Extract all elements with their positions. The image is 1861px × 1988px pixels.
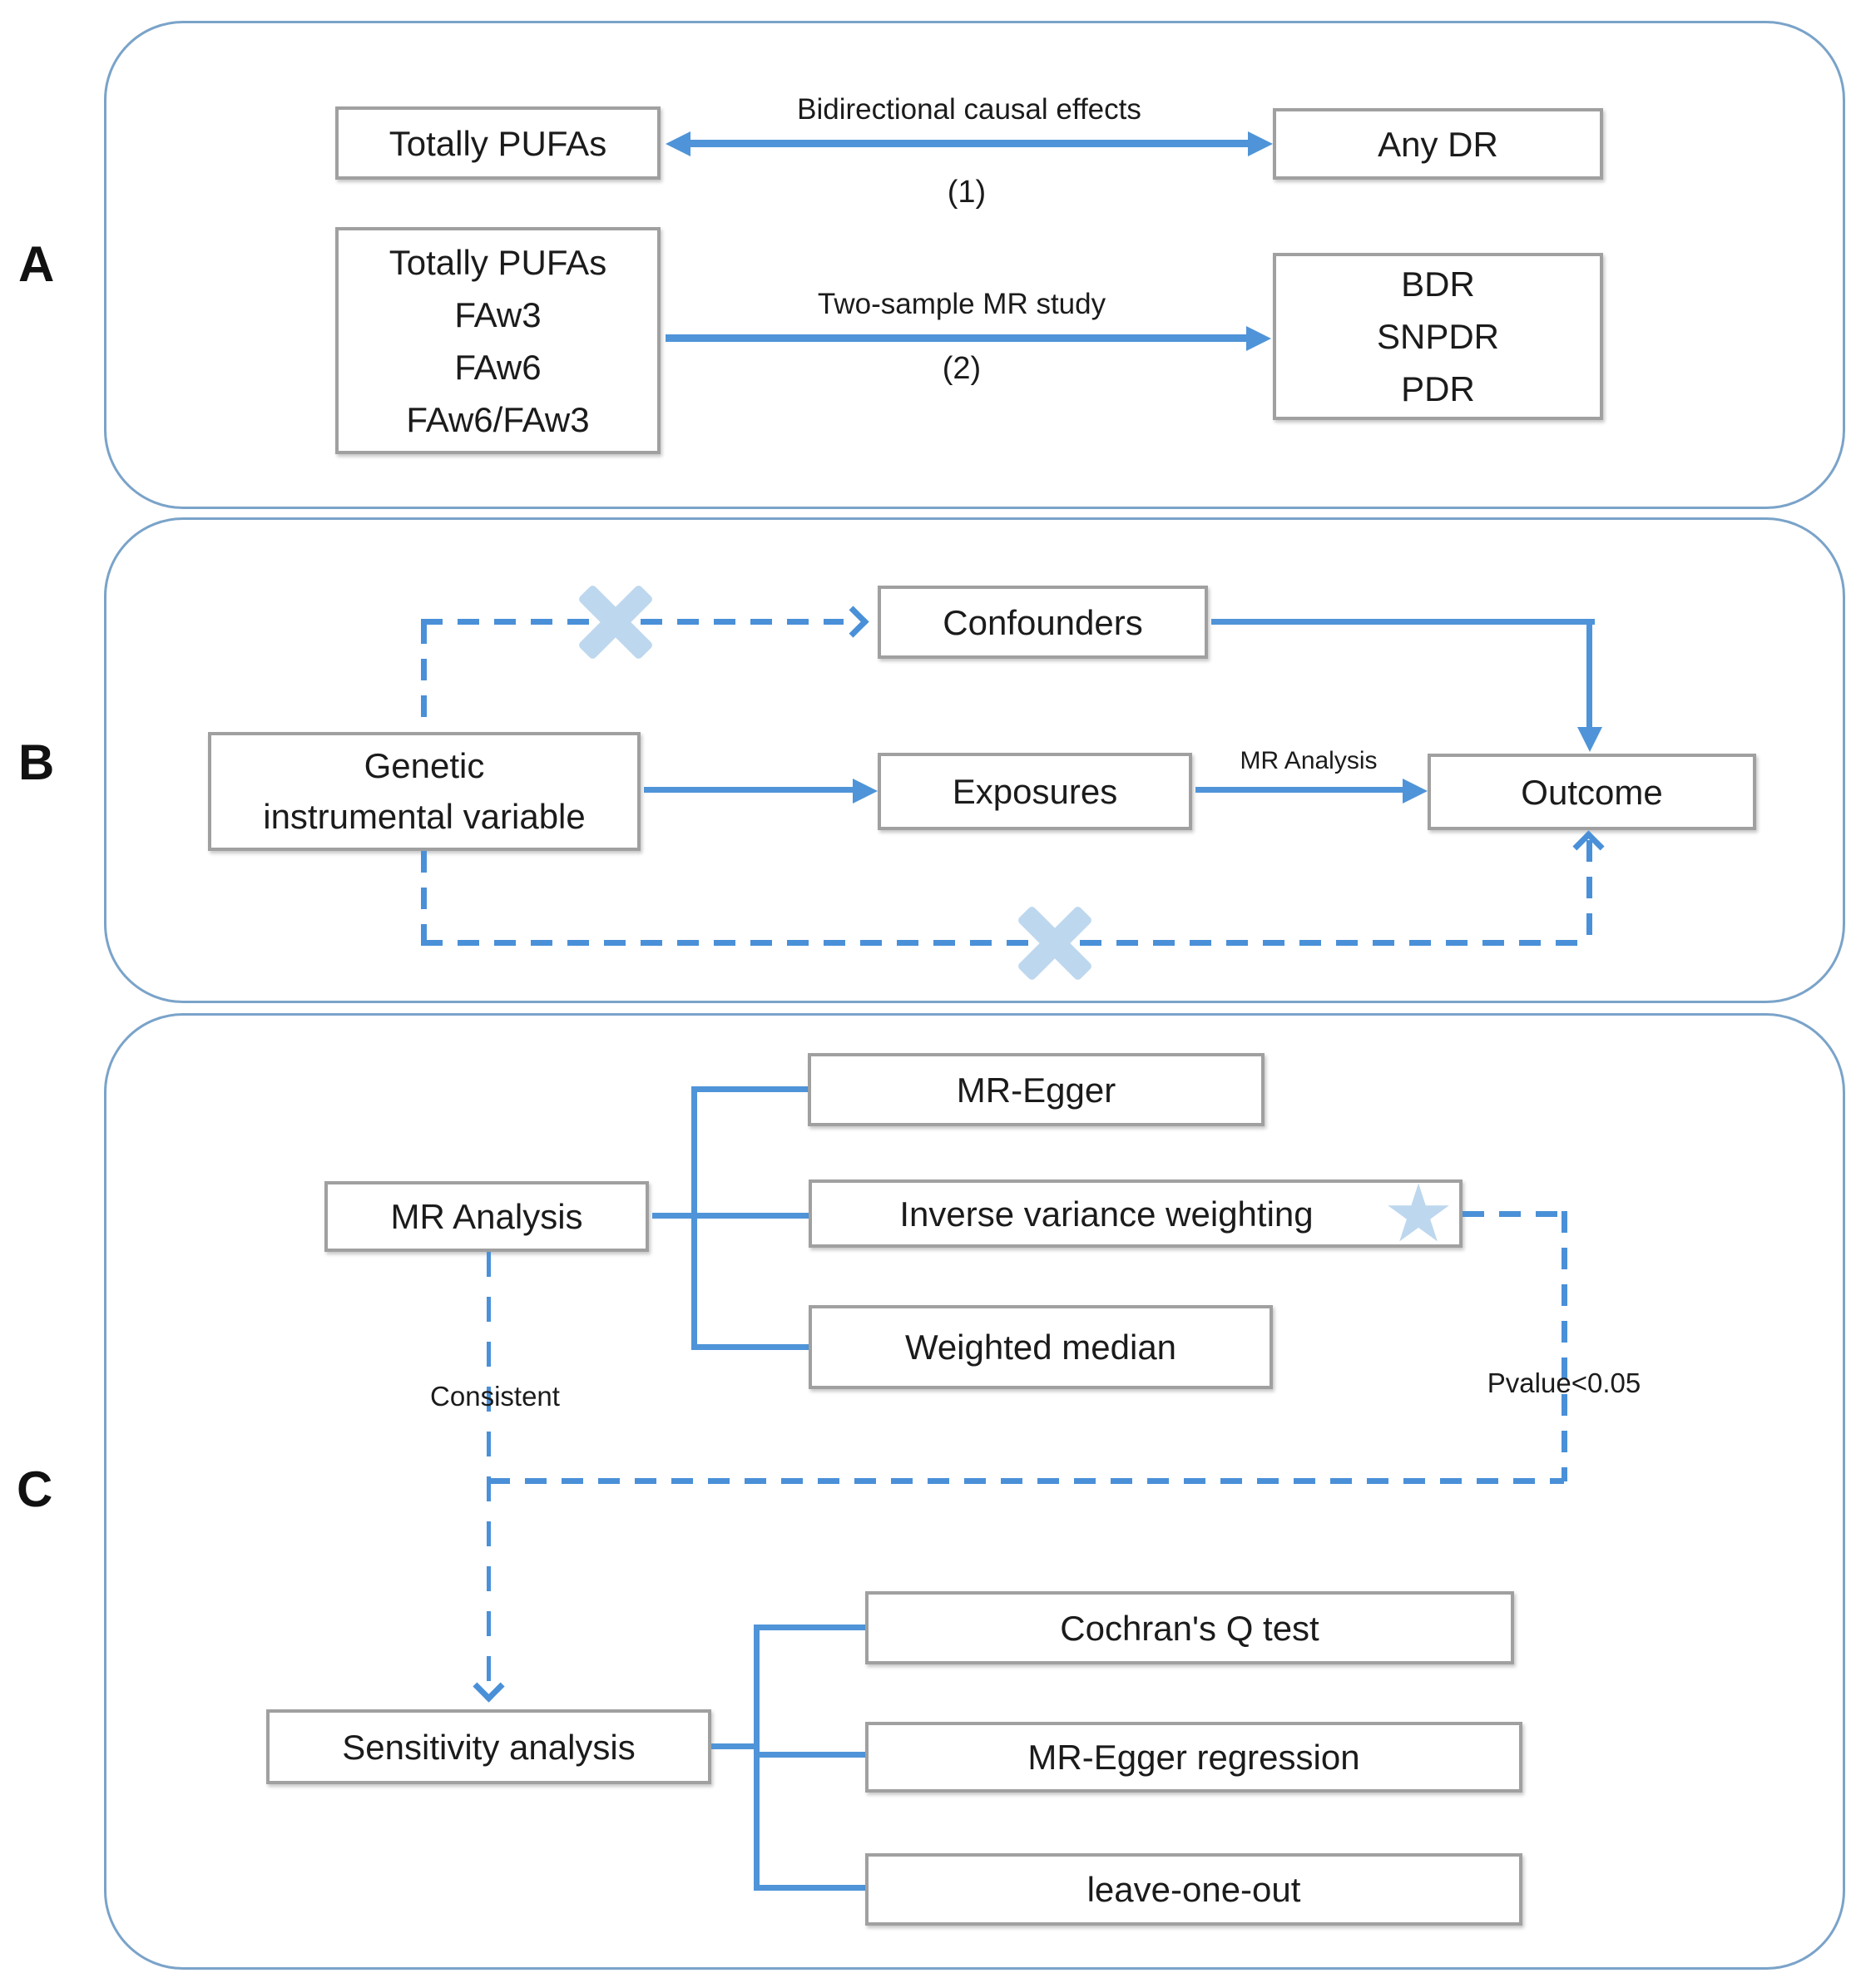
sensitivity-connector-line xyxy=(711,1743,760,1749)
ivw-text: Inverse variance weighting xyxy=(899,1194,1314,1234)
mr-analysis-arrow-label: MR Analysis xyxy=(1240,747,1378,774)
mr-egger-box: MR-Egger xyxy=(808,1053,1265,1126)
weighted-median-stub-line xyxy=(691,1344,809,1350)
sensitivity-analysis-box: Sensitivity analysis xyxy=(266,1709,711,1784)
outcome-text: Outcome xyxy=(1521,772,1663,812)
bidirectional-arrowhead-right-icon xyxy=(1248,131,1273,156)
exposures-outcome-arrowhead-icon xyxy=(1403,779,1428,804)
pvalue-label: Pvalue<0.05 xyxy=(1487,1367,1641,1398)
panel-c-label: C xyxy=(17,1461,53,1517)
dr-subtypes-box: BDR SNPDR PDR xyxy=(1273,253,1603,420)
two-sample-arrow-line xyxy=(666,334,1248,342)
giv-outcome-dashed-vertical-left xyxy=(421,851,427,943)
cochran-stub-line xyxy=(754,1625,865,1630)
genetic-iv-line: instrumental variable xyxy=(263,796,586,836)
sensitivity-analysis-text: Sensitivity analysis xyxy=(342,1727,636,1767)
confounders-box: Confounders xyxy=(878,586,1208,659)
exposure-line: FAw6/FAw3 xyxy=(406,399,590,439)
confounders-outcome-line-h xyxy=(1211,619,1595,625)
two-sample-arrowhead-icon xyxy=(1246,326,1271,351)
bidirectional-arrow-label: Bidirectional causal effects xyxy=(797,93,1141,126)
weighted-median-text: Weighted median xyxy=(904,1328,1177,1367)
panel-a-label: A xyxy=(18,236,55,292)
exposure-line: FAw3 xyxy=(454,294,542,334)
bidirectional-arrowhead-left-icon xyxy=(666,131,690,156)
arrow2-number-label: (2) xyxy=(942,351,982,386)
giv-exposures-arrowhead-icon xyxy=(853,779,878,804)
blocked-path-x-icon xyxy=(1012,900,1098,987)
giv-exposures-arrow-line xyxy=(644,787,854,793)
giv-outcome-dashed-vertical-right xyxy=(1586,840,1592,943)
genetic-iv-line: Genetic xyxy=(364,745,485,785)
pvalue-dashed-vertical xyxy=(1562,1211,1567,1481)
egger-regression-stub-line xyxy=(754,1752,865,1758)
any-dr-box: Any DR xyxy=(1273,108,1603,180)
arrow1-number-label: (1) xyxy=(947,175,987,210)
mr-egger-stub-line xyxy=(691,1086,808,1092)
mr-analysis-text: MR Analysis xyxy=(390,1197,583,1236)
leave-one-out-box: leave-one-out xyxy=(865,1853,1522,1926)
confounders-outcome-arrowhead-icon xyxy=(1577,727,1602,752)
blocked-path-x-icon xyxy=(572,579,659,665)
dr-line: BDR xyxy=(1401,265,1475,304)
leave-one-out-text: leave-one-out xyxy=(1086,1870,1301,1909)
dr-line: PDR xyxy=(1401,369,1475,408)
bottom-dashed-horizontal xyxy=(488,1478,1564,1484)
mr-analysis-box: MR Analysis xyxy=(324,1181,649,1252)
exposures-text: Exposures xyxy=(952,772,1118,811)
star-icon: ★ xyxy=(1383,1170,1455,1259)
outcome-box: Outcome xyxy=(1428,754,1756,830)
giv-outcome-dashed-horizontal xyxy=(421,940,1592,946)
leave-one-out-stub-line xyxy=(754,1885,865,1891)
bidirectional-arrow-line xyxy=(690,140,1250,147)
cochran-q-text: Cochran's Q test xyxy=(1060,1608,1319,1648)
weighted-median-box: Weighted median xyxy=(809,1305,1273,1389)
panel-c-frame xyxy=(104,1013,1845,1970)
exposure-line: Totally PUFAs xyxy=(389,242,607,282)
panel-b-label: B xyxy=(18,734,55,790)
totally-pufas-box: Totally PUFAs xyxy=(335,106,661,180)
consistent-dashed-vertical xyxy=(487,1252,491,1691)
exposures-outcome-arrow-line xyxy=(1195,787,1404,793)
mr-egger-text: MR-Egger xyxy=(956,1070,1116,1110)
cochran-q-box: Cochran's Q test xyxy=(865,1591,1514,1664)
mra-ivw-connector-line xyxy=(652,1213,809,1219)
ivw-box: Inverse variance weighting xyxy=(809,1179,1463,1248)
any-dr-text: Any DR xyxy=(1378,124,1498,164)
mr-egger-regression-text: MR-Egger regression xyxy=(1027,1738,1360,1777)
exposure-line: FAw6 xyxy=(454,347,542,387)
giv-confounder-dashed-vertical xyxy=(421,622,427,732)
exposures-box: Exposures xyxy=(878,753,1192,830)
exposures-list-box: Totally PUFAs FAw3 FAw6 FAw6/FAw3 xyxy=(335,227,661,454)
dr-line: SNPDR xyxy=(1376,317,1500,356)
confounders-text: Confounders xyxy=(943,602,1143,642)
totally-pufas-text: Totally PUFAs xyxy=(389,123,607,163)
tests-trunk-line xyxy=(754,1625,760,1891)
ivw-dashed-stub-line xyxy=(1463,1211,1564,1217)
mr-egger-regression-box: MR-Egger regression xyxy=(865,1722,1522,1793)
genetic-iv-box: Genetic instrumental variable xyxy=(208,732,641,851)
confounders-outcome-line-v xyxy=(1586,619,1592,729)
two-sample-arrow-label: Two-sample MR study xyxy=(817,288,1106,320)
consistent-label: Consistent xyxy=(430,1381,560,1412)
